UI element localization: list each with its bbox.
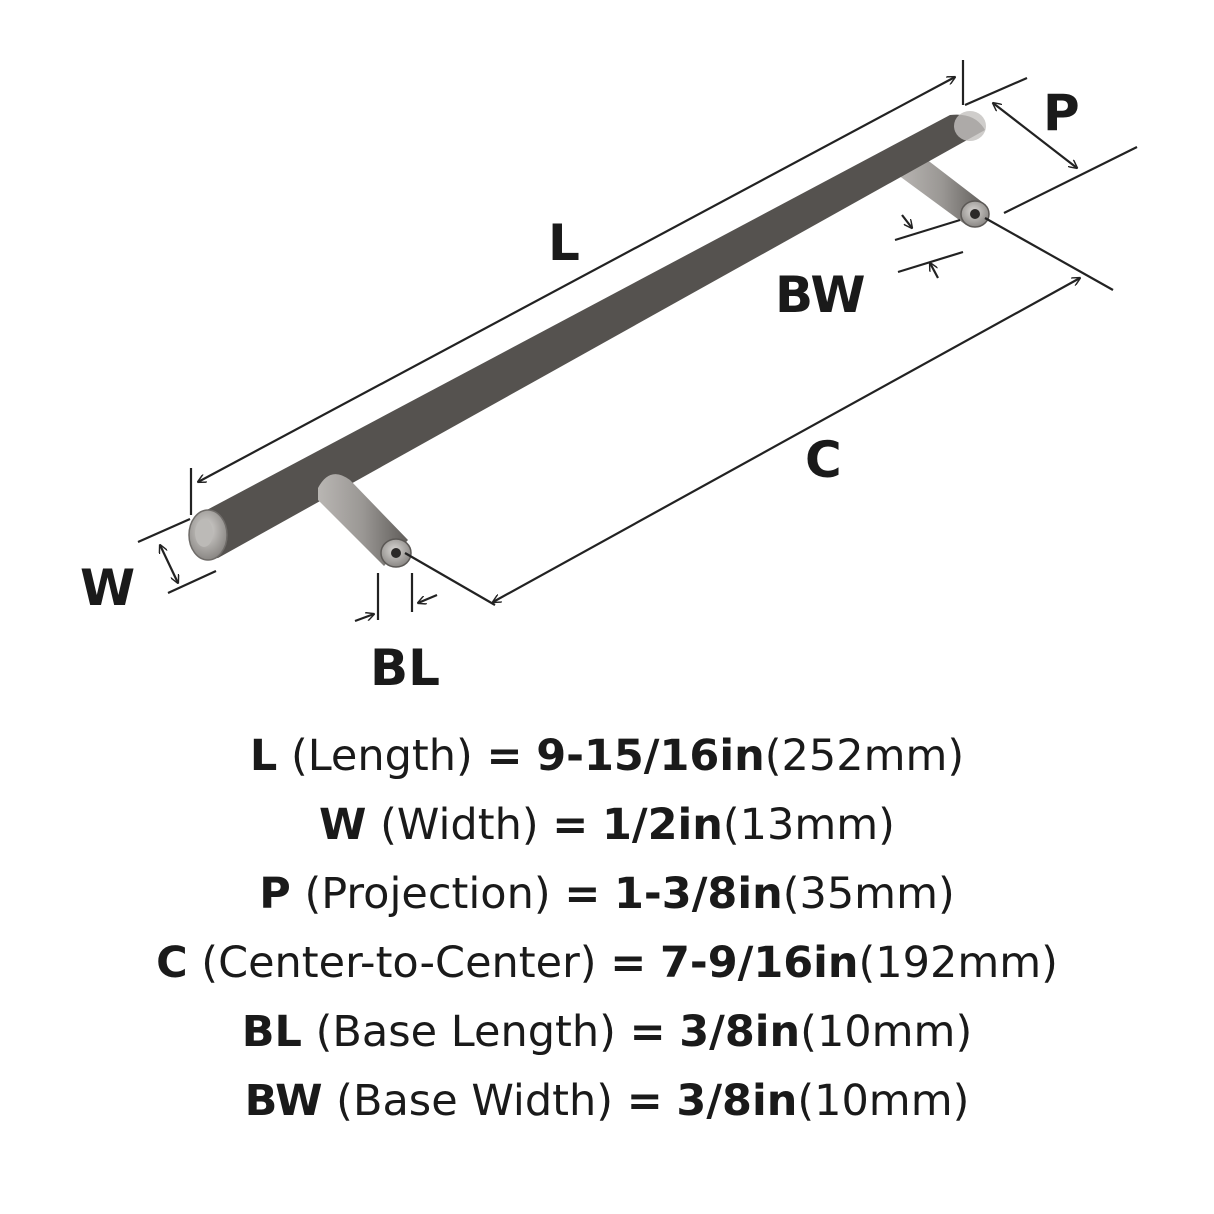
spec-equals: =	[552, 800, 589, 850]
spec-abbr: BL	[241, 1007, 302, 1057]
base-length-dimension	[354, 573, 438, 623]
spec-equals: =	[486, 731, 523, 781]
spec-name: (Base Length)	[315, 1007, 616, 1057]
spec-abbr: W	[319, 800, 367, 850]
spec-mm: (10mm)	[797, 1076, 970, 1126]
left-post	[318, 474, 412, 568]
spec-abbr: L	[249, 731, 278, 781]
spec-mm: (10mm)	[800, 1007, 973, 1057]
projection-dimension	[964, 76, 1138, 214]
spec-row-length: L (Length) = 9-15/16in(252mm)	[0, 722, 1214, 791]
spec-equals: =	[629, 1007, 666, 1057]
spec-equals: =	[564, 869, 601, 919]
spec-row-width: W (Width) = 1/2in(13mm)	[0, 791, 1214, 860]
spec-inch: 1/2in	[602, 800, 723, 850]
spec-name: (Center-to-Center)	[201, 938, 597, 988]
spec-equals: =	[610, 938, 647, 988]
dimension-specs: L (Length) = 9-15/16in(252mm) W (Width) …	[0, 722, 1214, 1136]
bar-body	[188, 111, 986, 561]
spec-name: (Length)	[290, 731, 473, 781]
spec-row-base-width: BW (Base Width) = 3/8in(10mm)	[0, 1067, 1214, 1136]
label-L: L	[548, 214, 580, 272]
label-P: P	[1043, 84, 1080, 142]
label-C: C	[805, 431, 842, 489]
width-dimension	[137, 517, 217, 594]
spec-inch: 9-15/16in	[536, 731, 765, 781]
label-W: W	[80, 559, 135, 617]
label-BW: BW	[775, 266, 866, 324]
spec-name: (Base Width)	[336, 1076, 614, 1126]
spec-mm: (252mm)	[764, 731, 965, 781]
base-width-dimension	[894, 214, 964, 279]
spec-name: (Projection)	[304, 869, 551, 919]
spec-name: (Width)	[380, 800, 539, 850]
spec-row-center-to-center: C (Center-to-Center) = 7-9/16in(192mm)	[0, 929, 1214, 998]
spec-equals: =	[626, 1076, 663, 1126]
spec-mm: (35mm)	[782, 869, 955, 919]
bar-pull-diagram: L W P C BL BW	[80, 60, 1138, 697]
spec-abbr: P	[259, 869, 291, 919]
spec-row-projection: P (Projection) = 1-3/8in(35mm)	[0, 860, 1214, 929]
spec-abbr: C	[156, 938, 188, 988]
spec-abbr: BW	[244, 1076, 323, 1126]
spec-mm: (192mm)	[858, 938, 1058, 988]
spec-inch: 7-9/16in	[659, 938, 859, 988]
label-BL: BL	[370, 639, 440, 697]
spec-mm: (13mm)	[722, 800, 895, 850]
center-to-center-dimension	[404, 217, 1114, 606]
spec-row-base-length: BL (Base Length) = 3/8in(10mm)	[0, 998, 1214, 1067]
spec-inch: 1-3/8in	[614, 869, 783, 919]
spec-inch: 3/8in	[679, 1007, 801, 1057]
spec-inch: 3/8in	[676, 1076, 798, 1126]
